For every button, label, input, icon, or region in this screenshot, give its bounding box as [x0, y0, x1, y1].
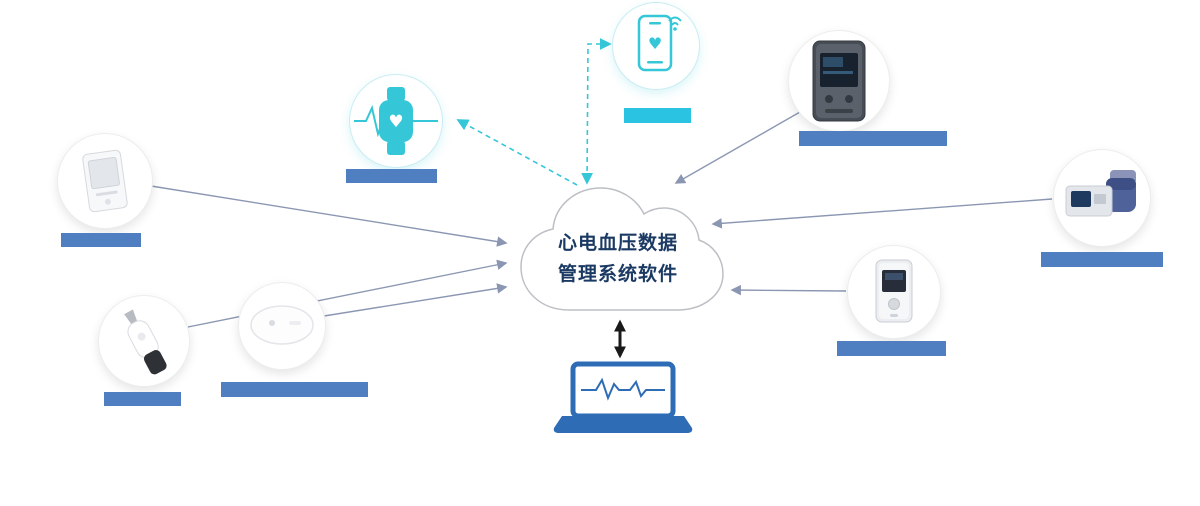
node-ear-thermometer — [98, 295, 190, 387]
arrow-bp-monitor-to-cloud — [674, 111, 801, 184]
smartphone-heart-wifi-icon: ♥ — [637, 14, 682, 72]
svg-text:♥: ♥ — [388, 112, 403, 132]
node-bp-device-far-right — [1053, 149, 1151, 247]
label-bar-smartwatch — [346, 169, 437, 183]
arrow-patch-to-cloud — [323, 283, 508, 317]
cloud-title-line2: 管理系统软件 — [557, 263, 678, 285]
laptop-ecg-workstation — [548, 358, 698, 438]
cloud-title-line1: 心电血压数据 — [557, 232, 678, 254]
label-bar-bp-device-far-right — [1041, 252, 1163, 267]
laptop-ecg-icon — [553, 361, 693, 433]
node-handheld-monitor-left — [57, 133, 153, 229]
cloud-title: 心电血压数据 管理系统软件 — [548, 228, 688, 290]
node-holter-recorder — [847, 245, 941, 339]
cloud-outline-icon — [520, 187, 724, 311]
holter-recorder-icon — [875, 259, 913, 323]
arrow-cloud-phone-dashed — [581, 38, 612, 185]
node-ecg-patch — [238, 282, 326, 370]
cloud-shape — [505, 176, 725, 324]
blood-pressure-monitor-icon — [812, 40, 866, 122]
desktop-bp-device-icon — [1065, 170, 1136, 217]
arrow-cloud-to-watch-dashed — [456, 119, 578, 186]
arrow-left-monitor-to-cloud — [150, 185, 508, 247]
node-bp-monitor-top-right — [788, 30, 890, 132]
node-smartphone: ♥ — [612, 2, 700, 90]
arrow-far-right-to-cloud — [711, 198, 1053, 229]
handheld-monitor-icon — [82, 149, 128, 213]
svg-text:♥: ♥ — [648, 34, 662, 53]
label-bar-thermometer — [104, 392, 181, 406]
ear-thermometer-icon — [124, 309, 167, 375]
label-bar-bp-monitor — [799, 131, 947, 146]
ecg-patch-icon — [250, 305, 314, 345]
label-bar-holter — [837, 341, 946, 356]
arrow-holter-to-cloud — [730, 284, 847, 296]
smartwatch-ecg-heart-icon: ♥ — [354, 87, 438, 155]
label-bar-smartphone — [624, 108, 691, 123]
node-smartwatch: ♥ — [349, 74, 443, 168]
label-bar-ecg-patch — [221, 382, 368, 397]
label-bar-handheld-monitor — [61, 233, 141, 247]
